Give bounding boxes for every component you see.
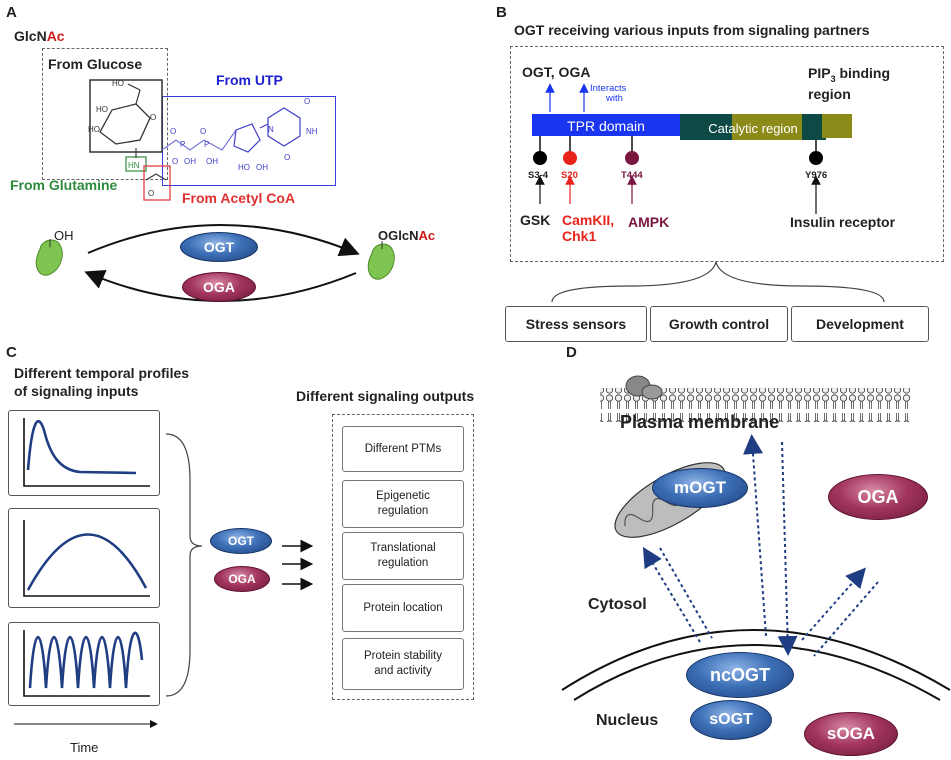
- camkii-label: CamKII,Chk1: [562, 212, 615, 245]
- glcnac-label: GlcNAc: [14, 28, 65, 44]
- ogt-pill-a: OGT: [180, 232, 258, 262]
- panel-b-title: OGT receiving various inputs from signal…: [514, 22, 870, 38]
- panel-b-letter: B: [496, 4, 507, 21]
- svg-text:O: O: [284, 153, 290, 162]
- plasma-membrane-label: Plasma membrane: [620, 412, 780, 432]
- insulin-receptor-label: Insulin receptor: [790, 214, 896, 230]
- oglcnac-label: OGlcNAc: [378, 228, 436, 243]
- panel-a-letter: A: [6, 4, 17, 21]
- svg-text:HO: HO: [238, 163, 250, 172]
- development-box: Development: [791, 306, 929, 342]
- site-y976: Y976: [805, 170, 828, 181]
- svg-text:HO: HO: [112, 79, 124, 88]
- outputs-title: Different signaling outputs: [296, 388, 475, 404]
- ogt-oga-label: OGT, OGA: [522, 64, 591, 80]
- sogt-pill: sOGT: [690, 700, 772, 740]
- from-glutamine-label: From Glutamine: [10, 177, 118, 193]
- svg-text:O: O: [148, 189, 154, 198]
- oh-label: OH: [54, 228, 74, 243]
- svg-text:N: N: [268, 125, 274, 134]
- output-box: Protein location: [342, 584, 464, 632]
- growth-control-box: Growth control: [650, 306, 788, 342]
- svg-text:HO: HO: [88, 125, 100, 134]
- profile-box-arch: [8, 508, 160, 608]
- mogt-pill: mOGT: [652, 468, 748, 508]
- profile-box-oscillation: [8, 622, 160, 706]
- output-brace: [551, 261, 885, 303]
- svg-text:OH: OH: [206, 157, 218, 166]
- stress-sensors-box: Stress sensors: [505, 306, 647, 342]
- glucose-box: [42, 48, 168, 180]
- nucleus-label: Nucleus: [596, 712, 659, 729]
- svg-text:P: P: [180, 140, 185, 149]
- catalytic-region: Catalytic region: [708, 120, 798, 136]
- oga-pill-d: OGA: [828, 474, 928, 520]
- svg-text:OH: OH: [184, 157, 196, 166]
- svg-text:O: O: [304, 97, 310, 106]
- udp-glcnac-structure: HO HO HO O O O P OH O P OH HO OH O NH O …: [88, 79, 318, 201]
- svg-text:O: O: [170, 127, 176, 136]
- ampk-label: AMPK: [628, 214, 670, 230]
- ogt-pill-c: OGT: [210, 528, 272, 554]
- svg-text:HO: HO: [96, 105, 108, 114]
- tpr-domain: TPR domain: [567, 118, 645, 134]
- site-t444: T444: [621, 170, 643, 181]
- temporal-profiles: [14, 418, 314, 728]
- svg-text:O: O: [150, 113, 156, 122]
- oga-pill-c: OGA: [214, 566, 270, 592]
- svg-text:O: O: [200, 127, 206, 136]
- soga-pill: sOGA: [804, 712, 898, 756]
- ncogt-pill: ncOGT: [686, 652, 794, 698]
- site-s3-4: S3-4: [528, 170, 549, 181]
- from-acetylcoa-label: From Acetyl CoA: [182, 190, 296, 206]
- gsk-label: GSK: [520, 212, 551, 228]
- svg-text:P: P: [204, 140, 209, 149]
- from-utp-label: From UTP: [216, 72, 283, 88]
- ogt-domain-box: [510, 46, 944, 262]
- svg-text:NH: NH: [306, 127, 318, 136]
- profile-box-pulse: [8, 410, 160, 496]
- time-label: Time: [70, 740, 99, 755]
- panel-c-letter: C: [6, 344, 17, 361]
- panel-d-letter: D: [566, 344, 577, 361]
- ogt-domain-diagram: [532, 83, 852, 214]
- outputs-dashed-box: [332, 414, 474, 700]
- svg-text:OH: OH: [256, 163, 268, 172]
- cytosol-label: Cytosol: [588, 596, 647, 613]
- svg-text:HN: HN: [128, 161, 140, 170]
- svg-text:O: O: [172, 157, 178, 166]
- oga-pill-a: OGA: [182, 272, 256, 302]
- site-s20: S20: [561, 170, 578, 181]
- from-glucose-label: From Glucose: [48, 56, 143, 72]
- output-box: Different PTMs: [342, 426, 464, 472]
